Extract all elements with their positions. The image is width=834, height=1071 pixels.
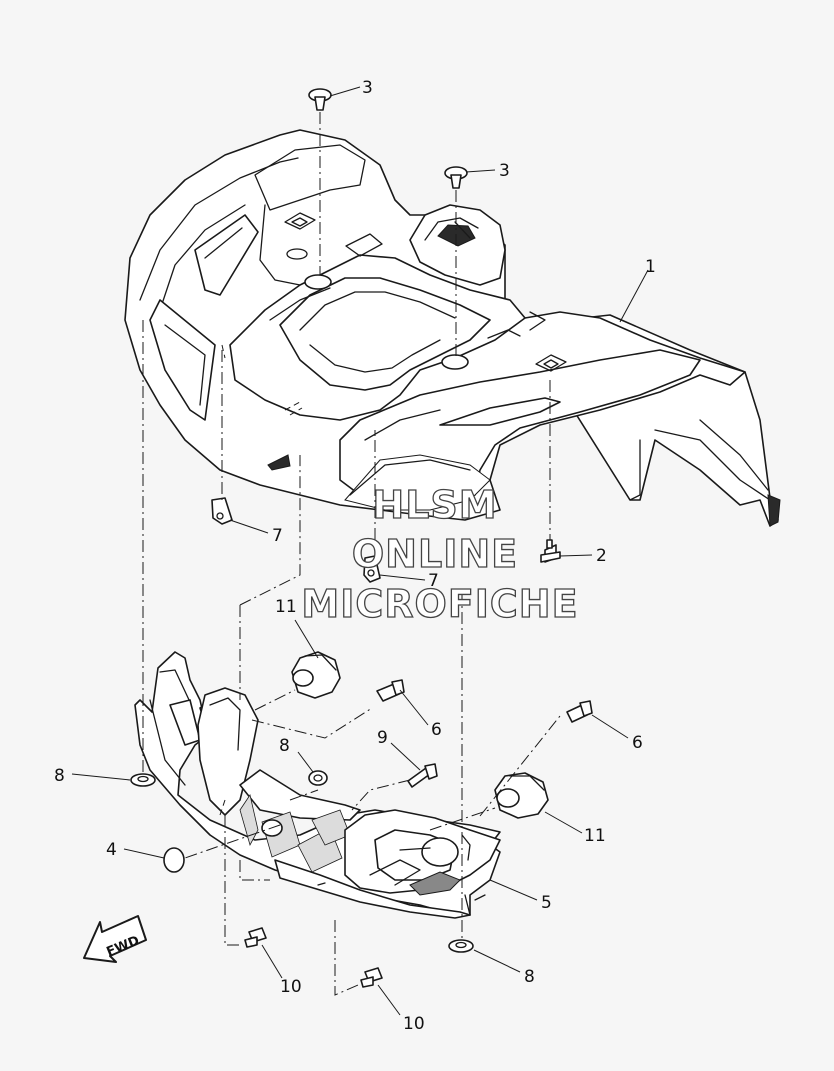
watermark-line3: MICROFICHE bbox=[301, 582, 578, 626]
callout-7b: 7 bbox=[428, 571, 439, 591]
callout-11b: 11 bbox=[584, 826, 606, 846]
assembly-lines bbox=[142, 112, 561, 996]
callout-3b: 3 bbox=[499, 161, 510, 181]
washer-8c bbox=[448, 939, 474, 953]
callout-11a: 11 bbox=[275, 597, 297, 617]
forward-arrow: FWD bbox=[83, 915, 147, 963]
screw-10b bbox=[360, 967, 383, 988]
callout-labels: 3 3 1 2 7 7 11 6 6 8 9 8 4 11 5 8 10 10 bbox=[54, 78, 656, 1034]
washer-8a bbox=[130, 773, 156, 787]
watermark: HLSM ONLINE MICROFICHE bbox=[301, 482, 578, 626]
callout-8b: 8 bbox=[279, 736, 290, 756]
callout-5: 5 bbox=[541, 893, 552, 913]
callout-10b: 10 bbox=[403, 1014, 425, 1034]
bolt-2 bbox=[540, 539, 561, 563]
screw-10a bbox=[244, 927, 267, 948]
clip-7a bbox=[211, 497, 233, 525]
callout-3a: 3 bbox=[362, 78, 373, 98]
washer-8b bbox=[308, 770, 328, 786]
clip-7b bbox=[363, 555, 381, 583]
callout-9: 9 bbox=[377, 728, 388, 748]
grommet-11a bbox=[291, 651, 341, 699]
screw-3b bbox=[444, 166, 468, 189]
leader-lines bbox=[71, 86, 649, 1016]
callout-4: 4 bbox=[106, 840, 117, 860]
screw-3a bbox=[308, 88, 332, 111]
grommet-11b bbox=[494, 772, 549, 819]
cap-4 bbox=[163, 847, 185, 873]
rivet-9 bbox=[407, 763, 438, 788]
callout-6b: 6 bbox=[632, 733, 643, 753]
callout-1: 1 bbox=[645, 257, 656, 277]
callout-8c: 8 bbox=[524, 967, 535, 987]
watermark-line1: HLSM bbox=[372, 483, 497, 527]
watermark-line2: ONLINE bbox=[352, 532, 518, 576]
bolt-6b bbox=[566, 700, 593, 723]
front-fender bbox=[124, 129, 781, 527]
callout-6a: 6 bbox=[431, 720, 442, 740]
front-guard bbox=[134, 651, 501, 919]
callout-8a: 8 bbox=[54, 766, 65, 786]
callout-7a: 7 bbox=[272, 526, 283, 546]
callout-10a: 10 bbox=[280, 977, 302, 997]
callout-2: 2 bbox=[596, 546, 607, 566]
